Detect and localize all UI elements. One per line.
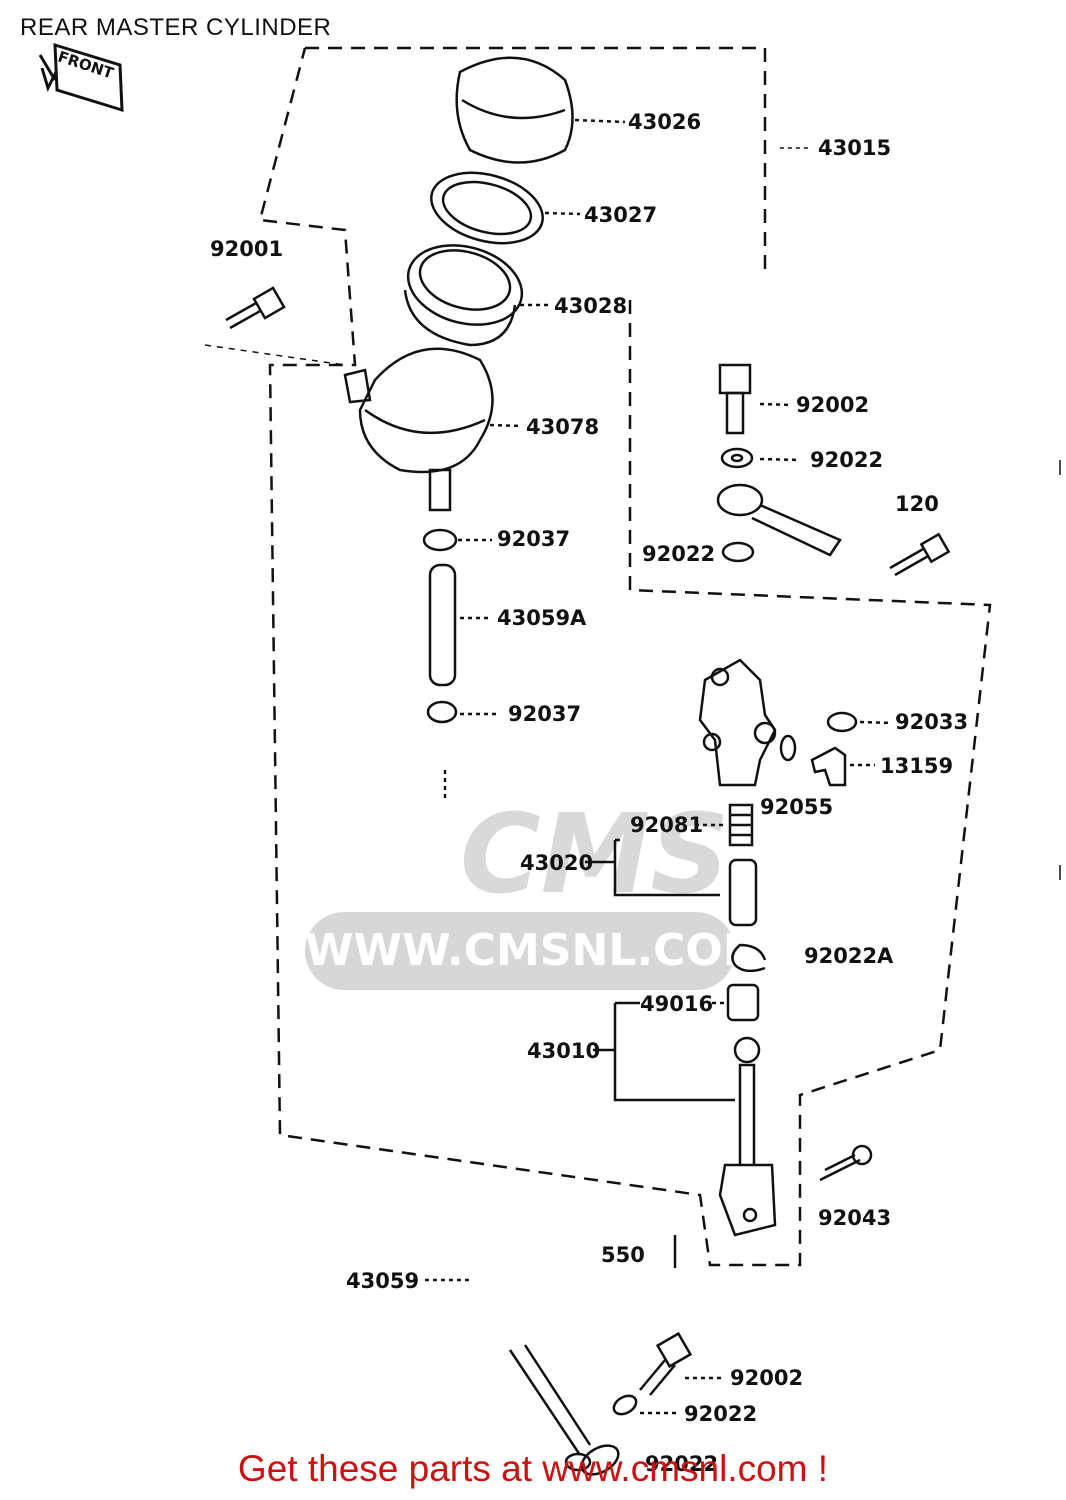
part-label-92002-top: 92002 xyxy=(796,393,870,417)
banjo-bolt-92002-top xyxy=(718,363,752,435)
bolt-120 xyxy=(889,532,951,577)
washer-92022-mid xyxy=(721,541,755,563)
part-label-43027: 43027 xyxy=(584,203,658,227)
part-label-43020: 43020 xyxy=(520,851,594,875)
watermark-logo: CMS xyxy=(460,790,730,918)
part-label-550: 550 xyxy=(601,1243,645,1267)
part-label-13159: 13159 xyxy=(880,754,954,778)
part-label-92022-bottom: 92022 xyxy=(684,1402,758,1426)
diagram-title: REAR MASTER CYLINDER xyxy=(20,14,332,41)
part-label-92001: 92001 xyxy=(210,237,284,261)
clamp-92037-bottom xyxy=(426,700,458,724)
elbow-13159 xyxy=(810,746,847,787)
part-label-92022-mid: 92022 xyxy=(642,542,716,566)
part-label-92043: 92043 xyxy=(818,1206,892,1230)
washer-92033 xyxy=(826,711,858,733)
part-label-43059A: 43059A xyxy=(497,606,587,630)
watermark-url: WWW.CMSNL.COM xyxy=(305,912,767,990)
part-label-92022-top: 92022 xyxy=(810,448,884,472)
cap-43026 xyxy=(455,56,574,164)
part-label-92037-top: 92037 xyxy=(497,527,571,551)
washer-92022-top xyxy=(720,447,754,469)
part-label-92081: 92081 xyxy=(630,813,704,837)
banjo-bolt-92002-bottom xyxy=(639,1331,693,1396)
part-label-49016: 49016 xyxy=(640,992,714,1016)
front-marker xyxy=(38,42,124,113)
washer-92022-last xyxy=(564,1452,592,1472)
part-label-43026: 43026 xyxy=(628,110,702,134)
part-label-92033: 92033 xyxy=(895,710,969,734)
oring-92055 xyxy=(779,734,797,762)
clamp-92037-top xyxy=(422,528,458,552)
part-label-92055: 92055 xyxy=(760,795,834,819)
part-label-43010: 43010 xyxy=(527,1039,601,1063)
pushrod-43010 xyxy=(718,1036,777,1237)
part-label-92022-last: 92022 xyxy=(645,1452,719,1476)
reservoir-43078 xyxy=(343,347,494,512)
diaphragm-43028 xyxy=(403,244,524,347)
washer-92022-bottom xyxy=(612,1394,638,1416)
part-label-92037-bottom: 92037 xyxy=(508,702,582,726)
master-cylinder-body xyxy=(698,658,777,787)
footer-link[interactable]: Get these parts at www.cmsnl.com ! xyxy=(237,1448,829,1489)
spring-92081 xyxy=(728,803,754,847)
part-label-92002-bottom: 92002 xyxy=(730,1366,804,1390)
pin-92043 xyxy=(819,1144,873,1182)
piston-43020 xyxy=(728,858,758,927)
hose-43059A xyxy=(428,563,457,687)
part-label-43028: 43028 xyxy=(554,294,628,318)
part-label-120: 120 xyxy=(895,492,939,516)
banjo-fitting xyxy=(716,483,842,557)
part-label-43078: 43078 xyxy=(526,415,600,439)
part-label-92022A: 92022A xyxy=(804,944,894,968)
boot-49016 xyxy=(726,983,760,1022)
bolt-92001 xyxy=(225,286,286,330)
assembly-boundary xyxy=(258,46,992,1267)
part-label-43015: 43015 xyxy=(818,136,892,160)
circlip-92022A xyxy=(731,943,767,973)
hose-end-bottom xyxy=(508,1344,620,1476)
part-label-43059: 43059 xyxy=(346,1269,420,1293)
ring-43027 xyxy=(430,171,544,245)
